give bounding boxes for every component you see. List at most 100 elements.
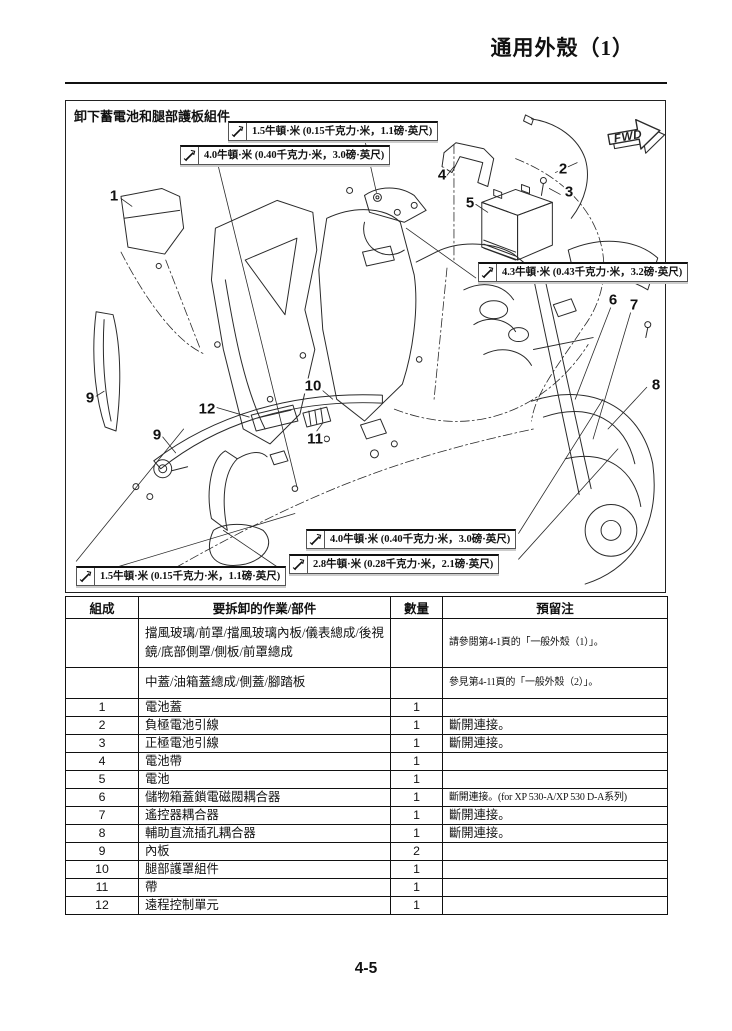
- part-callout-4: 4: [436, 166, 448, 184]
- qty-cell: 1: [390, 752, 443, 771]
- part-callout-9: 9: [84, 389, 96, 407]
- part-callout-5: 5: [464, 194, 476, 212]
- part-callout-6: 6: [607, 291, 619, 309]
- remark-cell: [442, 878, 668, 897]
- page-content: 通用外殼（1） 卸下蓄電池和腿部護板組件: [65, 0, 689, 915]
- torque-spec-label: 1.5牛頓·米 (0.15千克力·米，1.1磅·英尺): [228, 121, 439, 141]
- part-callout-8: 8: [650, 376, 662, 394]
- torque-wrench-icon: [77, 568, 95, 585]
- torque-spec-text: 1.5牛頓·米 (0.15千克力·米，1.1磅·英尺): [252, 125, 433, 137]
- remark-cell: [442, 896, 668, 915]
- torque-spec-label: 4.3牛頓·米 (0.43千克力·米，3.2磅·英尺): [478, 262, 689, 282]
- qty-cell: 1: [390, 878, 443, 897]
- torque-wrench-icon: [181, 147, 199, 164]
- qty-cell: 1: [390, 788, 443, 807]
- part-callout-11: 11: [306, 430, 324, 448]
- exploded-diagram-art: FWD: [75, 114, 665, 585]
- remark-cell: 斷開連接。: [442, 734, 668, 753]
- remark-cell: 斷開連接。: [442, 716, 668, 735]
- qty-cell: 1: [390, 860, 443, 879]
- order-cell: [65, 618, 139, 668]
- qty-cell: 1: [390, 698, 443, 717]
- torque-wrench-icon: [290, 556, 308, 573]
- exploded-diagram-panel: 卸下蓄電池和腿部護板組件: [65, 100, 689, 593]
- torque-wrench-icon: [307, 531, 325, 548]
- part-callout-9: 9: [151, 426, 163, 444]
- svg-text:FWD: FWD: [613, 127, 644, 146]
- torque-spec-text: 4.3牛頓·米 (0.43千克力·米，3.2磅·英尺): [502, 266, 683, 278]
- qty-cell: 1: [390, 770, 443, 789]
- qty-cell: [390, 667, 443, 699]
- order-cell: 4: [65, 752, 139, 771]
- part-cell: 電池: [138, 770, 391, 789]
- torque-wrench-icon: [229, 123, 247, 140]
- part-callout-1: 1: [108, 187, 120, 205]
- part-cell: 電池蓋: [138, 698, 391, 717]
- order-cell: 6: [65, 788, 139, 807]
- part-callout-2: 2: [557, 160, 569, 178]
- order-cell: 11: [65, 878, 139, 897]
- part-callout-7: 7: [628, 296, 640, 314]
- order-cell: 9: [65, 842, 139, 861]
- qty-cell: 1: [390, 716, 443, 735]
- part-cell: 帶: [138, 878, 391, 897]
- part-callout-12: 12: [197, 400, 217, 418]
- torque-spec-label: 4.0牛頓·米 (0.40千克力·米，3.0磅·英尺): [306, 529, 517, 549]
- order-cell: [65, 667, 139, 699]
- col-header-remark: 預留注: [442, 596, 668, 619]
- part-cell: 正極電池引線: [138, 734, 391, 753]
- header-rule: [65, 82, 667, 84]
- order-cell: 5: [65, 770, 139, 789]
- torque-spec-label: 2.8牛頓·米 (0.28千克力·米，2.1磅·英尺): [289, 554, 500, 574]
- part-cell: 輔助直流插孔耦合器: [138, 824, 391, 843]
- order-cell: 10: [65, 860, 139, 879]
- remark-cell: [442, 860, 668, 879]
- remark-cell: 斷開連接。: [442, 824, 668, 843]
- table-row: 中蓋/油箱蓋總成/側蓋/腳踏板參見第4-11頁的「一般外殼（2）」。: [65, 667, 668, 699]
- order-cell: 8: [65, 824, 139, 843]
- part-cell: 電池帶: [138, 752, 391, 771]
- page-title: 通用外殼（1）: [490, 36, 634, 60]
- qty-cell: 2: [390, 842, 443, 861]
- qty-cell: 1: [390, 896, 443, 915]
- torque-spec-text: 2.8牛頓·米 (0.28千克力·米，2.1磅·英尺): [313, 558, 494, 570]
- order-cell: 3: [65, 734, 139, 753]
- torque-spec-label: 1.5牛頓·米 (0.15千克力·米，1.1磅·英尺): [76, 566, 287, 586]
- remark-cell: 斷開連接。: [442, 806, 668, 825]
- torque-spec-text: 1.5牛頓·米 (0.15千克力·米，1.1磅·英尺): [100, 570, 281, 582]
- order-cell: 2: [65, 716, 139, 735]
- part-callout-10: 10: [303, 377, 323, 395]
- table-row: 擋風玻璃/前罩/擋風玻璃內板/儀表總成/後視鏡/底部側罩/側板/前罩總成 請參閱第…: [65, 618, 668, 668]
- part-cell: 儲物箱蓋鎖電磁閥耦合器: [138, 788, 391, 807]
- torque-spec-text: 4.0牛頓·米 (0.40千克力·米，3.0磅·英尺): [204, 149, 385, 161]
- qty-cell: 1: [390, 824, 443, 843]
- qty-cell: 1: [390, 734, 443, 753]
- part-cell: 擋風玻璃/前罩/擋風玻璃內板/儀表總成/後視鏡/底部側罩/側板/前罩總成: [138, 618, 391, 668]
- order-cell: 7: [65, 806, 139, 825]
- order-cell: 12: [65, 896, 139, 915]
- remark-cell: [442, 842, 668, 861]
- order-cell: 1: [65, 698, 139, 717]
- torque-spec-text: 4.0牛頓·米 (0.40千克力·米，3.0磅·英尺): [330, 533, 511, 545]
- torque-spec-label: 4.0牛頓·米 (0.40千克力·米，3.0磅·英尺): [180, 145, 391, 165]
- torque-wrench-icon: [479, 264, 497, 281]
- remark-cell: [442, 770, 668, 789]
- qty-cell: 1: [390, 806, 443, 825]
- table-header-row: 組成 要拆卸的作業/部件 數量 預留注: [65, 596, 668, 619]
- col-header-qty: 數量: [390, 596, 443, 619]
- remark-cell: 請參閱第4-1頁的「一般外殼（1）」。: [442, 618, 668, 668]
- parts-table: 組成 要拆卸的作業/部件 數量 預留注 擋風玻璃/前罩/擋風玻璃內板/儀表總成/…: [65, 596, 668, 915]
- part-cell: 腿部護罩組件: [138, 860, 391, 879]
- page-number: 4-5: [354, 960, 378, 977]
